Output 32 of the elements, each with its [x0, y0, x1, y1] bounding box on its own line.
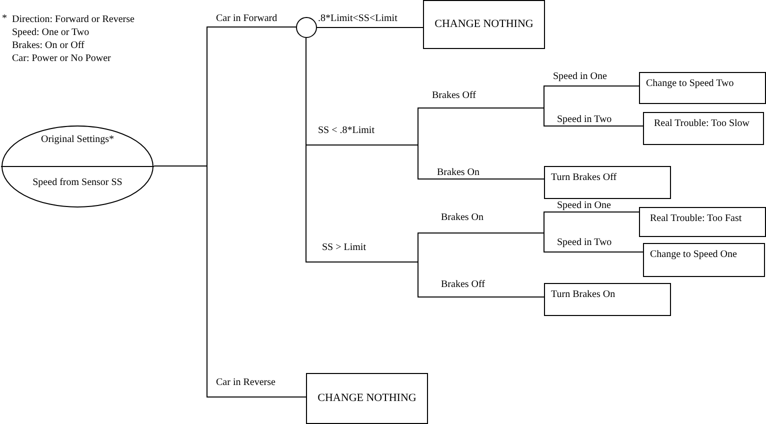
branch-label: Car in Reverse	[216, 377, 276, 389]
action-box: Turn Brakes Off	[544, 166, 671, 199]
branch-label: SS > Limit	[322, 242, 366, 254]
action-box: Real Trouble: Too Fast	[639, 207, 766, 237]
ellipse-upper-text: Original Settings*	[40, 134, 116, 146]
connector-line	[316, 27, 424, 28]
branch-label: Speed in Two	[557, 114, 612, 126]
branch-label: Brakes On	[437, 167, 480, 179]
action-box: Turn Brakes On	[544, 283, 671, 316]
action-box: Real Trouble: Too Slow	[643, 112, 764, 145]
branch-label: SS < .8*Limit	[318, 125, 374, 137]
branch-label: Speed in Two	[557, 237, 612, 249]
action-box: CHANGE NOTHING	[306, 373, 428, 424]
branch-label: .8*Limit<SS<Limit	[318, 13, 398, 25]
branch-label: Speed in One	[553, 71, 607, 83]
branch-label: Brakes Off	[432, 90, 476, 102]
decision-ellipse	[1, 125, 154, 208]
footnote-text: Car: Power or No Power	[12, 53, 111, 65]
footnote-text: Speed: One or Two	[12, 27, 90, 39]
footnote-text: Brakes: On or Off	[12, 40, 84, 52]
branch-label: Brakes Off	[441, 279, 485, 291]
action-box: CHANGE NOTHING	[423, 0, 545, 49]
footnote-mark: *	[2, 13, 7, 25]
junction-circle	[296, 17, 317, 38]
action-box: Change to Speed One	[643, 243, 765, 277]
connector-line	[306, 38, 544, 298]
ellipse-lower-text: Speed from Sensor SS	[32, 177, 124, 189]
branch-label: Speed in One	[557, 200, 611, 212]
action-box: Change to Speed Two	[639, 72, 766, 104]
footnote-text: Direction: Forward or Reverse	[12, 14, 134, 26]
branch-label: Brakes On	[441, 212, 484, 224]
branch-label: Car in Forward	[216, 13, 278, 25]
